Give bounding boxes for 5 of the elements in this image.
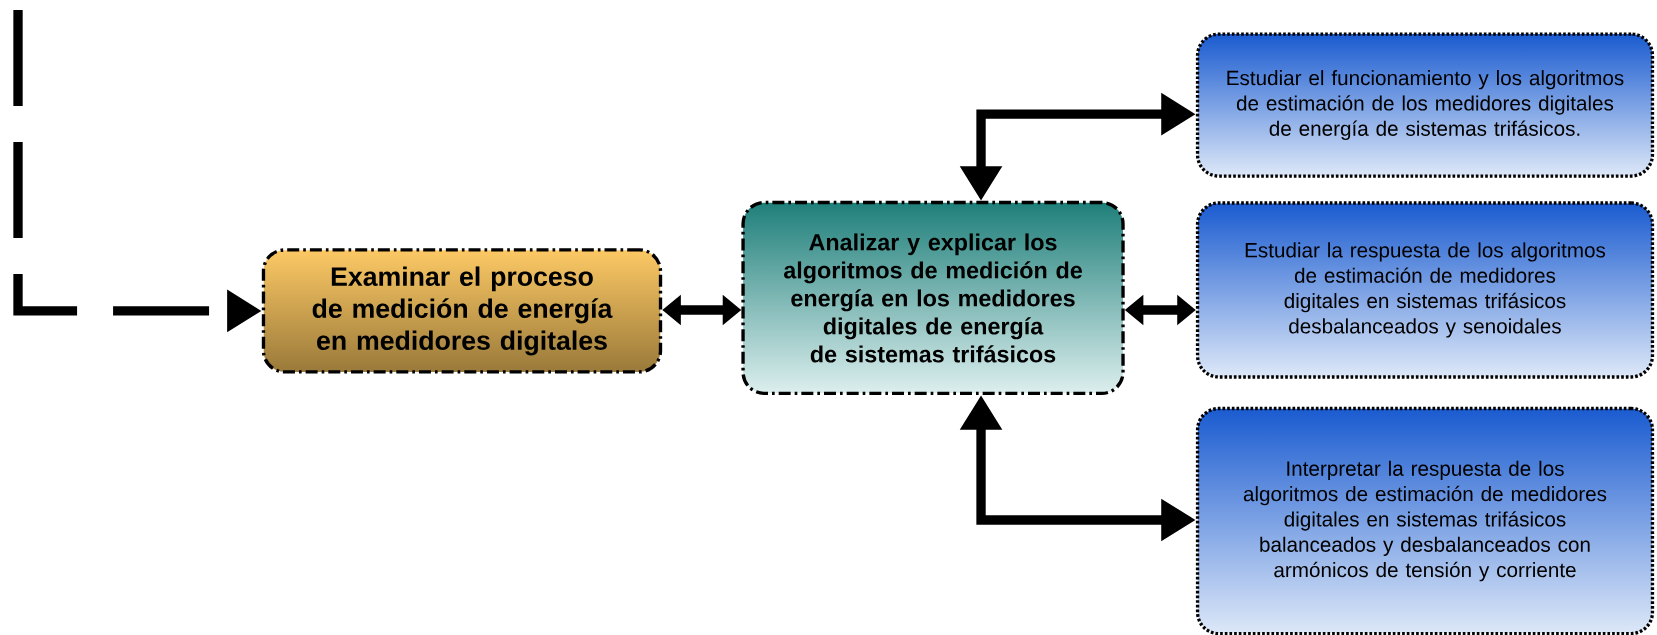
process-box: Analizar y explicar los algoritmos de medición de energía en los medidores digitales de energía de sistemas trifásicos xyxy=(741,200,1125,396)
objective-box: Interpretar la respuesta de los algoritmos de estimación de medidores digitales en sistemas trifásicos balanceados y desbalanceados con armónicos de tensión y corriente xyxy=(1195,406,1655,635)
objective-box: Estudiar la respuesta de los algoritmos de estimación de medidores digitales en sistemas trifásicos desbalanceados y senoidales xyxy=(1195,201,1655,379)
objective-box: Estudiar el funcionamiento y los algoritmos de estimación de los medidores digitales de energía de sistemas trifásicos. xyxy=(1195,32,1655,178)
process-box: Examinar el proceso de medición de energía en medidores digitales xyxy=(261,248,663,374)
